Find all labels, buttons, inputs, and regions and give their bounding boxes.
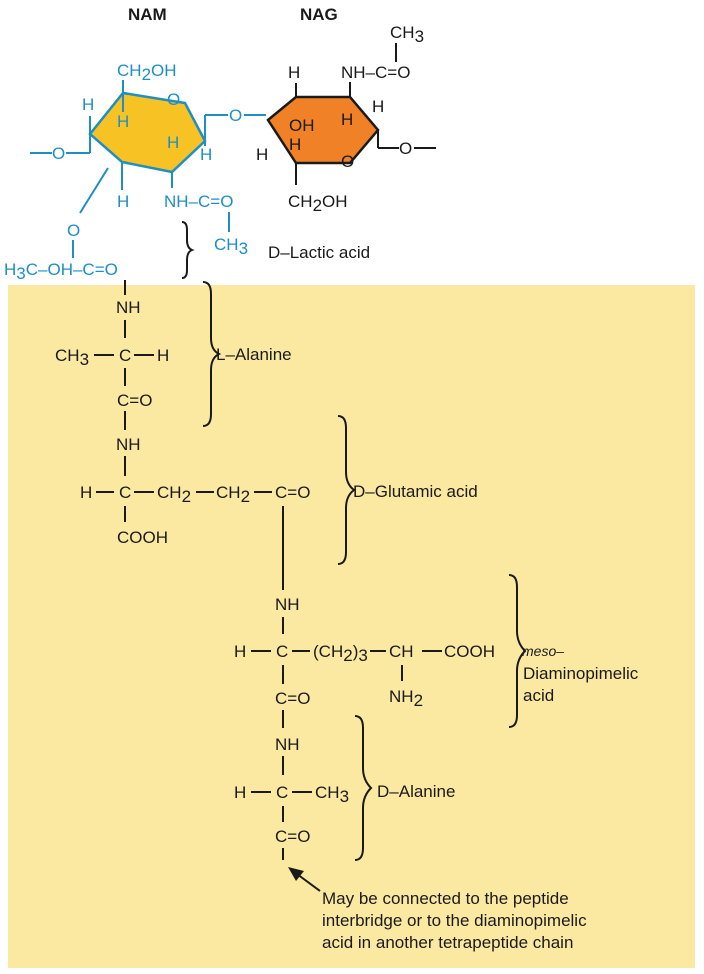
dap-co: C=O <box>275 689 310 708</box>
nam-sugar-ring <box>88 91 207 174</box>
label-l-alanine: L–Alanine <box>216 345 292 364</box>
d-glu-nh: NH <box>116 435 141 454</box>
nam-ring-oxygen: O <box>167 90 180 109</box>
nam-ch2oh-label: CH2OH <box>117 61 177 84</box>
dap-c: C <box>276 642 288 661</box>
label-dap-acid: acid <box>523 686 554 705</box>
nam-header: NAM <box>128 5 167 24</box>
d-ala-nh: NH <box>275 735 300 754</box>
dap-h: H <box>234 642 246 661</box>
nam-h-5: H <box>117 192 129 211</box>
d-glu-ch2-2: CH2 <box>216 483 250 506</box>
l-ala-c: C <box>119 346 131 365</box>
d-glu-cooh: COOH <box>117 528 168 547</box>
nag-h-left: H <box>256 145 268 164</box>
l-ala-co: C=O <box>117 391 152 410</box>
l-ala-h: H <box>157 346 169 365</box>
note-line-1: May be connected to the peptide <box>322 889 569 908</box>
nam-ch3: CH3 <box>214 235 248 258</box>
peptide-background <box>8 285 695 968</box>
arrow-head <box>288 867 304 881</box>
nag-ring-oxygen: O <box>341 152 354 171</box>
dap-ch: CH <box>389 642 414 661</box>
nag-ch2oh: CH2OH <box>288 192 348 215</box>
nag-sugar-ring <box>266 95 380 165</box>
dap-nh2: NH2 <box>389 687 423 710</box>
nag-right-oxygen: O <box>399 139 412 158</box>
dap-nh: NH <box>275 595 300 614</box>
label-meso: meso– <box>522 643 564 659</box>
nam-h-1: H <box>82 95 94 114</box>
l-ala-nh: NH <box>116 298 141 317</box>
d-ala-co: C=O <box>275 827 310 846</box>
nag-ch3: CH3 <box>390 23 424 46</box>
d-ala-ch3: CH3 <box>315 783 349 806</box>
label-diaminopimelic: Diaminopimelic <box>523 664 639 683</box>
d-ala-h: H <box>234 783 246 802</box>
nag-header: NAG <box>300 5 338 24</box>
nag-oh: OH <box>289 116 315 135</box>
d-glu-ch2-1: CH2 <box>157 483 191 506</box>
label-d-glutamic-acid: D–Glutamic acid <box>353 482 478 501</box>
nam-glycosidic-oxygen: O <box>229 106 242 125</box>
l-ala-ch3: CH3 <box>55 346 89 369</box>
dap-ch2-3: (CH2)3 <box>313 642 368 665</box>
nag-nh-co: NH–C=O <box>341 63 410 82</box>
d-ala-c: C <box>276 783 288 802</box>
nam-lactyl-chain: H3C–OH–C=O <box>4 260 118 283</box>
label-d-alanine: D–Alanine <box>377 782 455 801</box>
nag-h-lower: H <box>289 135 301 154</box>
nam-left-oxygen: O <box>52 144 65 163</box>
note-line-2: interbridge or to the diaminopimelic <box>322 911 587 930</box>
d-glu-co: C=O <box>275 483 310 502</box>
nam-h-4: H <box>200 145 212 164</box>
nag-h-right: H <box>372 97 384 116</box>
nam-h-2: H <box>117 112 129 131</box>
nam-h-3: H <box>167 133 179 152</box>
d-glu-h: H <box>80 483 92 502</box>
label-d-lactic-acid: D–Lactic acid <box>268 243 370 262</box>
nag-h-inner: H <box>341 110 353 129</box>
nam-nh-co: NH–C=O <box>164 192 233 211</box>
d-glu-c: C <box>119 483 131 502</box>
nam-lactyl-oxygen: O <box>67 221 80 240</box>
dap-cooh: COOH <box>444 642 495 661</box>
note-line-3: acid in another tetrapeptide chain <box>322 933 573 952</box>
nag-h-top: H <box>288 63 300 82</box>
